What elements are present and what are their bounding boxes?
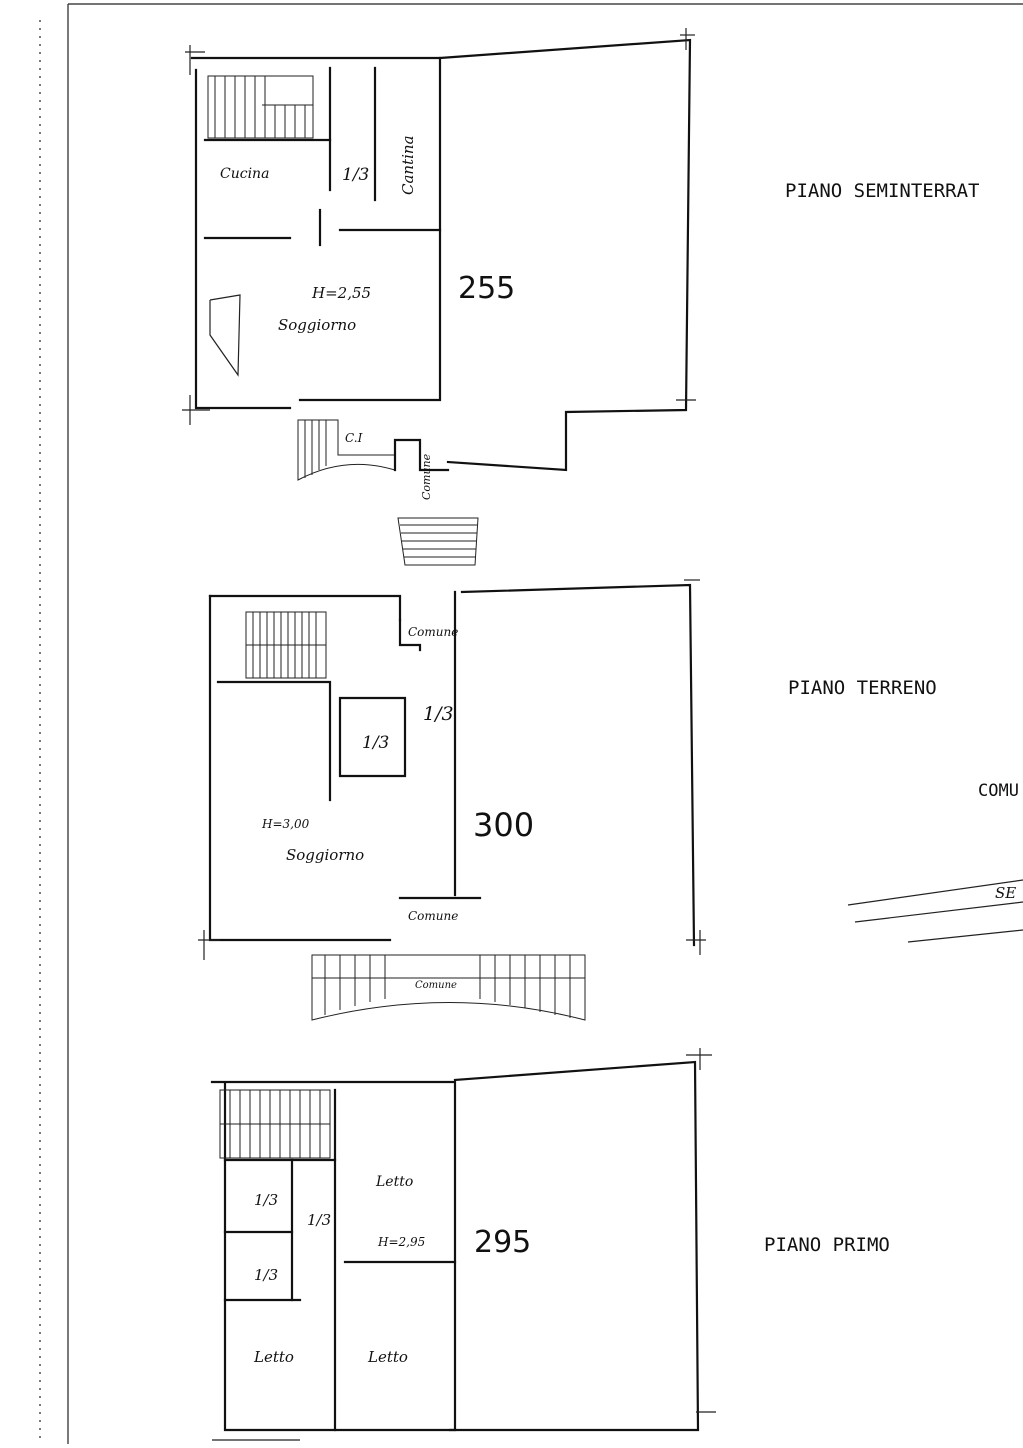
primo-title: PIANO PRIMO <box>764 1234 890 1256</box>
semint-label-cantina: Cantina <box>399 135 417 195</box>
terreno-stair <box>246 612 326 678</box>
primo-outer-wall <box>450 1062 698 1430</box>
primo-height-number: 295 <box>474 1225 531 1260</box>
primo-stair <box>220 1090 330 1158</box>
floor-terreno: PIANO TERRENO 300 Comune Comune Comune H… <box>198 580 937 1020</box>
terreno-fraction-a: 1/3 <box>423 703 454 725</box>
primo-apartment-wall <box>212 1082 455 1430</box>
primo-label-letto-b: Letto <box>253 1348 294 1366</box>
primo-fraction-c: 1/3 <box>254 1266 278 1284</box>
terreno-stair-wall <box>218 682 330 800</box>
terreno-entry-stair <box>312 955 585 1020</box>
terreno-outer-wall <box>462 585 694 945</box>
floor-primo: PIANO PRIMO 295 Letto H=2,95 Letto Letto… <box>212 1048 890 1440</box>
terreno-small-room <box>340 698 405 776</box>
primo-label-letto-c: Letto <box>367 1348 408 1366</box>
primo-label-height: H=2,95 <box>377 1235 425 1249</box>
terreno-label-comune-bottom: Comune <box>408 909 458 923</box>
terreno-left-wall <box>210 596 390 940</box>
semint-right-wall <box>300 58 440 400</box>
terreno-label-height: H=3,00 <box>261 817 310 831</box>
terreno-label-comune-top: Comune <box>408 625 458 639</box>
semint-fireplace <box>210 295 240 375</box>
semint-fraction: 1/3 <box>342 165 369 185</box>
road-line-1 <box>848 880 1023 905</box>
primo-label-letto-a: Letto <box>375 1174 413 1190</box>
semint-height-number: 255 <box>458 271 515 306</box>
semint-label-height: H=2,55 <box>311 284 371 302</box>
terreno-fraction-b: 1/3 <box>362 733 389 753</box>
road-line-3 <box>908 930 1023 942</box>
semint-stair <box>208 76 313 138</box>
semint-label-comune: Comune <box>420 453 433 500</box>
semint-comune-passage <box>395 440 448 470</box>
semint-label-cucina: Cucina <box>220 166 269 182</box>
semint-label-soggiorno: Soggiorno <box>278 316 356 334</box>
semint-left-wall <box>196 70 290 408</box>
primo-fraction-a: 1/3 <box>254 1191 278 1209</box>
semint-entry-stair <box>298 420 395 480</box>
connecting-stair <box>398 518 478 565</box>
side-label-comu: COMU <box>978 781 1019 801</box>
primo-fraction-b: 1/3 <box>307 1211 331 1229</box>
terreno-title: PIANO TERRENO <box>788 677 937 699</box>
terreno-label-comune-stair: Comune <box>415 980 457 991</box>
terreno-label-soggiorno: Soggiorno <box>286 846 364 864</box>
floor-seminterrato: PIANO SEMINTERRAT 255 Cucina Cantina H=2… <box>182 28 979 500</box>
road-line-2 <box>855 902 1023 922</box>
side-label-se: SE <box>995 884 1016 902</box>
terreno-top-wall <box>210 596 400 620</box>
terreno-height-number: 300 <box>473 806 534 844</box>
semint-label-ci: C.I <box>345 431 363 445</box>
terreno-comune-wall <box>400 620 420 650</box>
semint-title: PIANO SEMINTERRAT <box>785 180 979 202</box>
